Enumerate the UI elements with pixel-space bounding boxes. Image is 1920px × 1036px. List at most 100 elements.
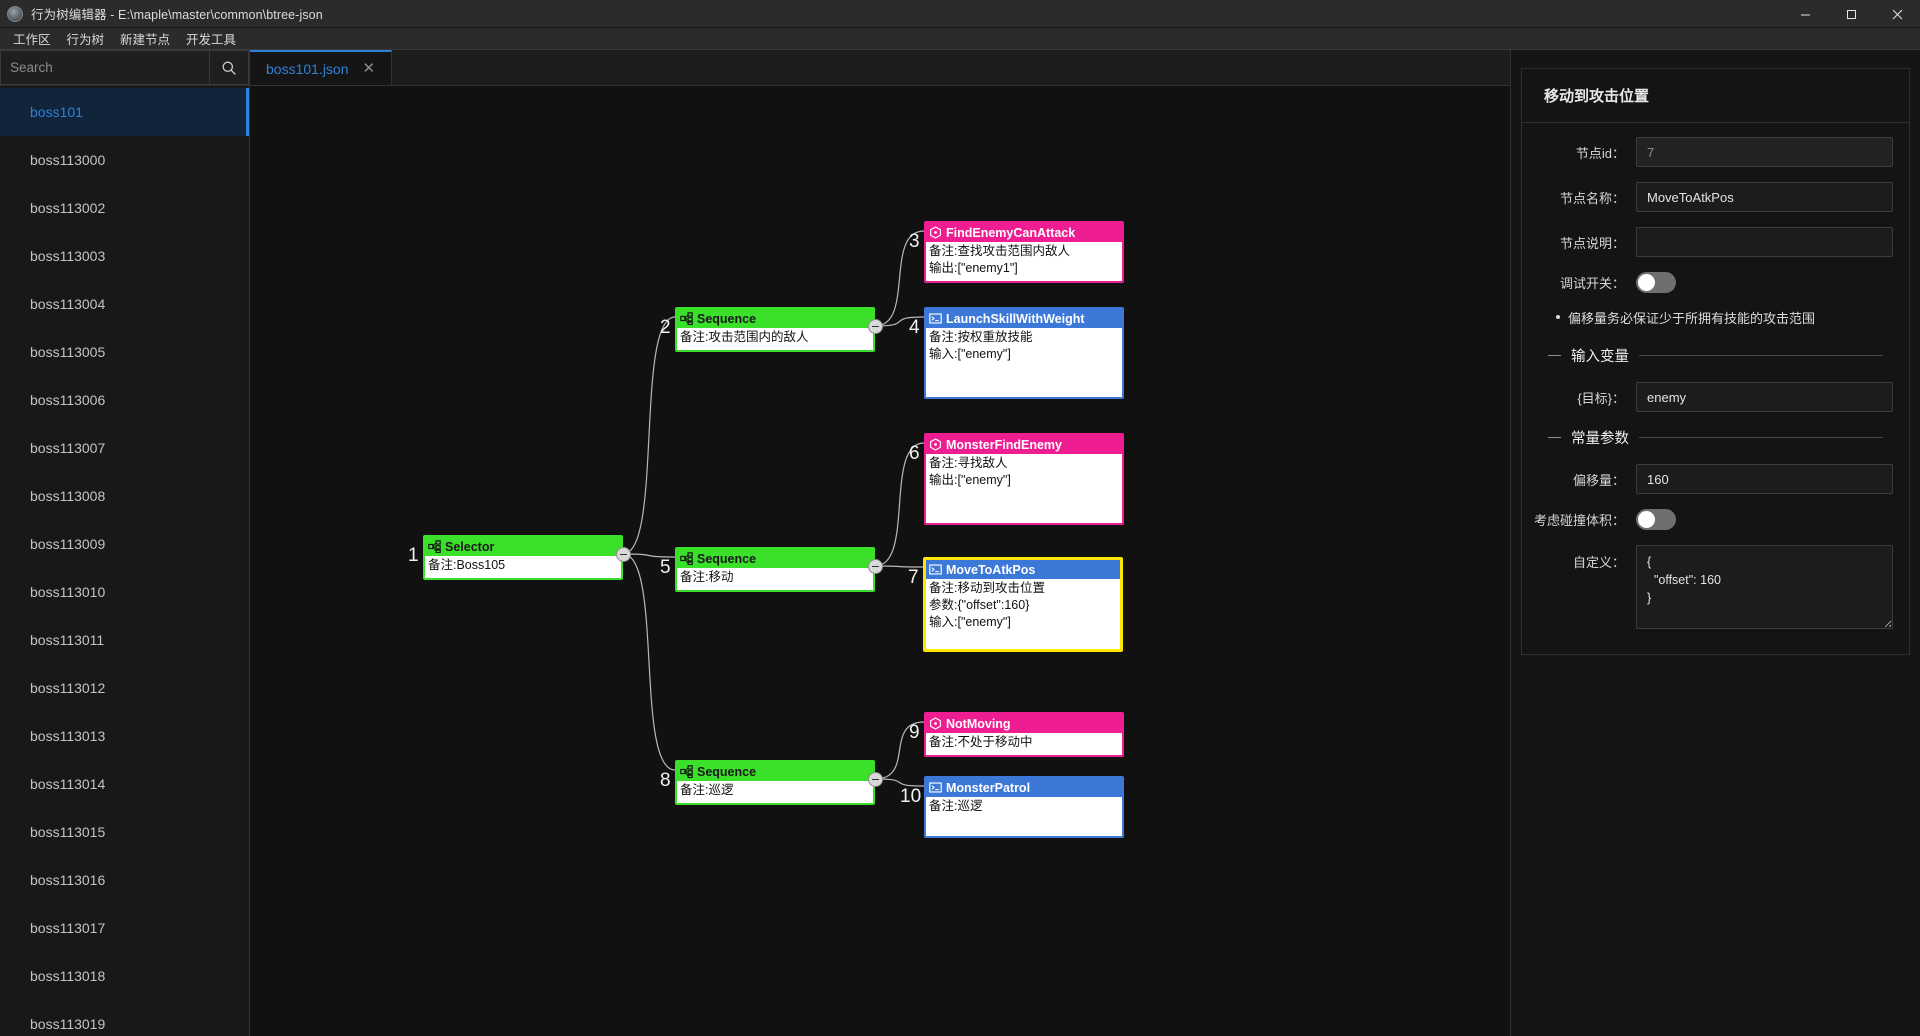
search-input[interactable]	[0, 50, 209, 85]
close-icon[interactable]	[1874, 0, 1920, 28]
collapse-dash-icon[interactable]	[1548, 437, 1561, 438]
sidebar-item-boss113003[interactable]: boss113003	[0, 232, 249, 280]
minimize-icon[interactable]	[1782, 0, 1828, 28]
offset-input[interactable]	[1636, 464, 1893, 494]
sidebar-item-label: boss113005	[30, 344, 106, 360]
sidebar-item-boss113015[interactable]: boss113015	[0, 808, 249, 856]
collapse-toggle-icon[interactable]	[616, 547, 631, 562]
sidebar-item-label: boss113003	[30, 248, 106, 264]
node-header: Sequence	[677, 549, 873, 568]
node-index-label: 10	[900, 786, 922, 807]
sidebar-item-label: boss113004	[30, 296, 106, 312]
field-label: {目标}：	[1577, 390, 1625, 406]
sidebar-item-label: boss113017	[30, 920, 106, 936]
collapse-dash-icon[interactable]	[1548, 355, 1561, 356]
sidebar-item-boss113006[interactable]: boss113006	[0, 376, 249, 424]
node-body: 备注:不处于移动中	[926, 733, 1122, 755]
toggle-knob	[1638, 274, 1655, 291]
input-target-field[interactable]	[1636, 382, 1893, 412]
sidebar-item-label: boss113016	[30, 872, 106, 888]
field-node-desc: 节点说明：	[1528, 227, 1893, 257]
title-bar: 行为树编辑器 - E:\maple\master\common\btree-js…	[0, 0, 1920, 28]
search-icon[interactable]	[209, 50, 249, 85]
sidebar-item-boss113008[interactable]: boss113008	[0, 472, 249, 520]
node-header: FindEnemyCanAttack	[926, 223, 1122, 242]
collision-toggle[interactable]	[1636, 509, 1676, 530]
sidebar-item-boss113016[interactable]: boss113016	[0, 856, 249, 904]
menu-item-devtools[interactable]: 开发工具	[186, 33, 237, 47]
node-header: MoveToAtkPos	[926, 560, 1120, 579]
sidebar-item-boss113017[interactable]: boss113017	[0, 904, 249, 952]
tab-boss101-json[interactable]: boss101.json ✕	[250, 50, 393, 85]
composite-icon	[428, 540, 441, 553]
node-body: 备注:寻找敌人输出:["enemy"]	[926, 454, 1122, 493]
window-controls	[1782, 0, 1920, 28]
collapse-toggle-icon[interactable]	[868, 559, 883, 574]
condition-icon	[929, 226, 942, 239]
sidebar-item-boss113007[interactable]: boss113007	[0, 424, 249, 472]
sidebar-item-boss113002[interactable]: boss113002	[0, 184, 249, 232]
field-debug-switch: 调试开关：	[1528, 272, 1893, 293]
sidebar-item-boss113019[interactable]: boss113019	[0, 1000, 249, 1036]
node-desc-input[interactable]	[1636, 227, 1893, 257]
node-title: FindEnemyCanAttack	[946, 225, 1076, 240]
graph-edge	[874, 442, 925, 567]
node-detail-line: 备注:攻击范围内的敌人	[680, 330, 809, 344]
node-header: MonsterPatrol	[926, 778, 1122, 797]
section-const-params: 常量参数	[1548, 427, 1883, 448]
menu-item-newnode[interactable]: 新建节点	[120, 33, 171, 47]
field-collision: 考虑碰撞体积：	[1528, 509, 1893, 530]
collapse-toggle-icon[interactable]	[868, 772, 883, 787]
field-custom: 自定义：	[1528, 545, 1893, 629]
sidebar-item-boss113012[interactable]: boss113012	[0, 664, 249, 712]
sidebar-item-label: boss113013	[30, 728, 106, 744]
sidebar-item-boss113004[interactable]: boss113004	[0, 280, 249, 328]
sidebar-item-label: boss113002	[30, 200, 106, 216]
sidebar-item-boss113005[interactable]: boss113005	[0, 328, 249, 376]
sidebar-item-label: boss113015	[30, 824, 106, 840]
menu-item-behaviortree[interactable]: 行为树	[66, 33, 105, 47]
sidebar-item-boss113014[interactable]: boss113014	[0, 760, 249, 808]
sidebar-item-boss113013[interactable]: boss113013	[0, 712, 249, 760]
field-offset: 偏移量：	[1528, 464, 1893, 494]
node-index-label: 7	[908, 567, 919, 588]
sidebar-item-boss113010[interactable]: boss113010	[0, 568, 249, 616]
sidebar-item-boss113018[interactable]: boss113018	[0, 952, 249, 1000]
section-title: 输入变量	[1571, 349, 1629, 365]
sidebar-item-boss101[interactable]: boss101	[0, 88, 249, 136]
sidebar-item-label: boss113008	[30, 488, 106, 504]
maximize-icon[interactable]	[1828, 0, 1874, 28]
custom-json-textarea[interactable]	[1636, 545, 1893, 629]
node-index-label: 8	[660, 770, 671, 791]
graph-edge	[622, 553, 676, 558]
sidebar-item-boss113000[interactable]: boss113000	[0, 136, 249, 184]
node-index-label: 5	[660, 557, 671, 578]
node-name-input[interactable]	[1636, 182, 1893, 212]
graph-node-NotMoving[interactable]: NotMoving 备注:不处于移动中	[924, 712, 1124, 757]
menu-bar: 工作区 行为树 新建节点 开发工具	[0, 28, 1920, 50]
close-icon[interactable]: ✕	[362, 60, 376, 77]
debug-switch-toggle[interactable]	[1636, 272, 1676, 293]
sidebar-item-boss113011[interactable]: boss113011	[0, 616, 249, 664]
collapse-toggle-icon[interactable]	[868, 319, 883, 334]
note-text: 偏移量务必保证少于所拥有技能的攻击范围	[1568, 311, 1816, 326]
sidebar-item-boss113009[interactable]: boss113009	[0, 520, 249, 568]
node-detail-line: 输入:["enemy"]	[929, 347, 1011, 361]
field-label: 节点id：	[1575, 145, 1625, 161]
node-header: LaunchSkillWithWeight	[926, 309, 1122, 328]
menu-item-workspace[interactable]: 工作区	[13, 33, 51, 47]
node-title: NotMoving	[946, 716, 1011, 731]
